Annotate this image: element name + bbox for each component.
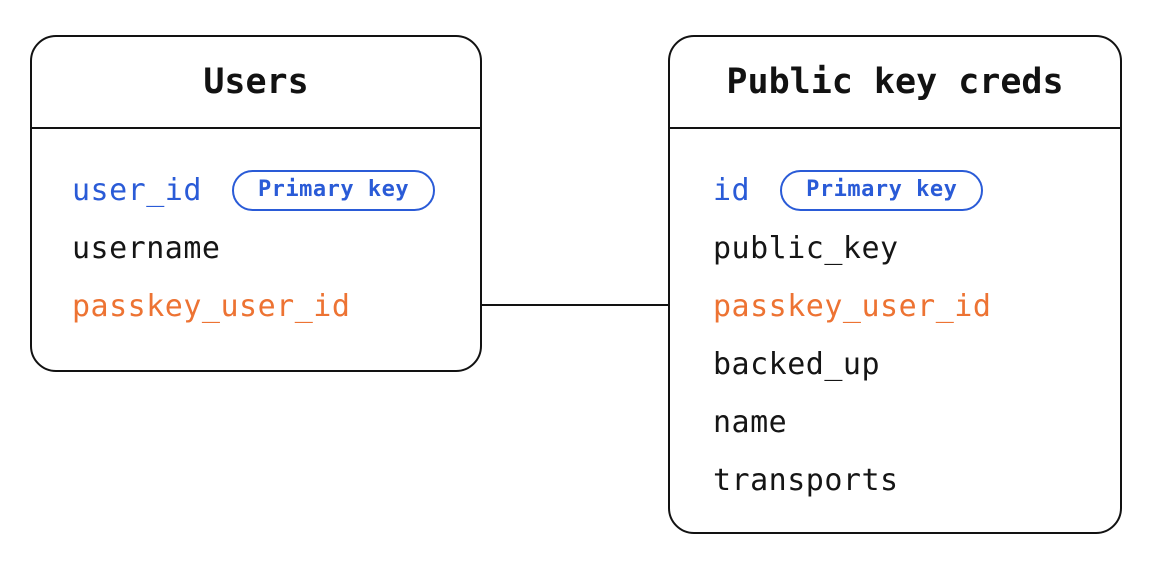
table-row: transports <box>713 451 1110 509</box>
table-row: passkey_user_id <box>72 277 470 335</box>
table-creds-title: Public key creds <box>726 62 1064 102</box>
table-row: id Primary key <box>713 161 1110 219</box>
primary-key-badge: Primary key <box>780 169 984 211</box>
field-name: name <box>713 404 788 440</box>
table-row: backed_up <box>713 335 1110 393</box>
table-users-title: Users <box>203 62 309 102</box>
field-transports: transports <box>713 462 899 498</box>
field-id: id <box>713 172 751 208</box>
field-passkey-user-id: passkey_user_id <box>72 288 351 324</box>
field-backed-up: backed_up <box>713 346 881 382</box>
table-row: public_key <box>713 219 1110 277</box>
field-public-key: public_key <box>713 230 899 266</box>
table-row: user_id Primary key <box>72 161 470 219</box>
field-username: username <box>72 230 221 266</box>
primary-key-badge: Primary key <box>231 169 436 211</box>
field-passkey-user-id: passkey_user_id <box>713 288 992 324</box>
table-row: name <box>713 393 1110 451</box>
table-node-users: Users user_id Primary key username passk… <box>30 35 482 372</box>
table-node-public-key-creds: Public key creds id Primary key public_k… <box>668 35 1122 534</box>
field-user-id: user_id <box>72 172 202 208</box>
table-row: passkey_user_id <box>713 277 1110 335</box>
table-users-header: Users <box>32 37 480 129</box>
table-row: username <box>72 219 470 277</box>
table-users-body: user_id Primary key username passkey_use… <box>32 129 480 335</box>
table-creds-body: id Primary key public_key passkey_user_i… <box>670 129 1120 509</box>
table-creds-header: Public key creds <box>670 37 1120 129</box>
relationship-line <box>481 304 669 306</box>
